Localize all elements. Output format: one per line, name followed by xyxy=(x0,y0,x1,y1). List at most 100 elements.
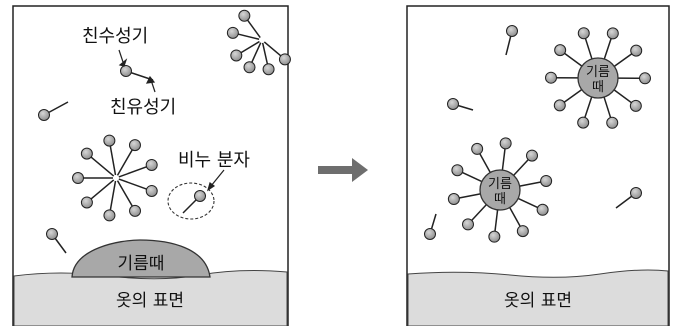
hydrophilic-head xyxy=(262,63,275,76)
hydrophilic-head xyxy=(38,109,50,121)
hydrophilic-head xyxy=(638,72,651,85)
left-cluster-molecule xyxy=(72,172,114,185)
label-hydrophilic: 친수성기 xyxy=(82,26,148,47)
label-grease: 기름때 xyxy=(118,254,165,274)
partial-cluster-molecule xyxy=(230,40,260,62)
left-soap-molecules xyxy=(38,9,291,254)
hydrophilic-head xyxy=(471,142,484,155)
hydrophilic-head xyxy=(278,53,291,66)
partial-cluster-molecule xyxy=(243,42,262,74)
hydrophilic-head xyxy=(145,184,158,197)
free-soap-molecule xyxy=(505,25,518,56)
micelle-label-bottom-line2: 때 xyxy=(494,192,506,207)
transition-arrow xyxy=(318,158,368,182)
micelle-bottom-molecule xyxy=(461,204,487,231)
micelle-top-molecule xyxy=(617,72,651,85)
micelle-bottom-molecule xyxy=(509,207,529,238)
micelle-bottom-molecule xyxy=(471,142,491,173)
hydrophilic-head xyxy=(461,218,474,231)
hydrophilic-head xyxy=(488,230,501,243)
hydrophilic-head xyxy=(447,193,460,206)
hydrophilic-head xyxy=(506,25,518,37)
right-panel-border xyxy=(406,5,670,326)
left-panel: 친수성기 친유성기 비누 분자 기름때 옷의 표면 xyxy=(12,5,291,326)
right-panel: 기름 때 기름 때 옷의 표면 xyxy=(406,5,670,326)
label-surface-right: 옷의 표면 xyxy=(504,291,572,311)
hydrophilic-head xyxy=(230,49,243,62)
left-panel-border xyxy=(12,5,289,326)
micelle-top-molecule xyxy=(603,27,619,60)
label-soap-molecule: 비누 분자 xyxy=(178,150,250,171)
label-lipophilic: 친유성기 xyxy=(110,97,176,118)
micelle-bottom-molecule xyxy=(513,149,539,176)
hydrophilic-head xyxy=(577,27,590,40)
hydrophilic-head xyxy=(499,137,512,150)
partial-cluster-molecule xyxy=(261,42,275,76)
left-cluster-molecule xyxy=(116,139,141,176)
hydrophilic-head xyxy=(103,209,116,222)
partial-cluster-molecule xyxy=(238,9,261,39)
hydrophilic-head xyxy=(80,196,93,209)
hydrophilic-head xyxy=(629,99,642,112)
hydrophilic-head xyxy=(451,164,464,177)
hydrophilic-head xyxy=(553,99,566,112)
micelle-top-molecule xyxy=(554,44,583,67)
hydrophilic-head xyxy=(424,228,436,240)
micelle-top-molecule xyxy=(613,44,643,67)
free-soap-molecule xyxy=(38,101,69,121)
right-cloth-surface xyxy=(407,269,669,326)
micelle-core-bottom xyxy=(479,169,521,211)
hydrophilic-head xyxy=(243,61,256,74)
hydrophilic-head xyxy=(577,116,590,129)
left-cluster-molecule xyxy=(118,158,158,178)
hydrophilic-head xyxy=(194,190,206,202)
micelle-top-molecule xyxy=(577,96,593,129)
hydrophilic-head xyxy=(447,98,459,110)
micelle-label-top-line1: 기름 xyxy=(586,65,610,80)
micelle-bottom-molecule xyxy=(488,209,501,243)
micelle-core-top xyxy=(577,57,619,99)
micelle-label-bottom-line1: 기름 xyxy=(488,177,512,192)
micelle-bottom-molecule xyxy=(447,193,481,206)
left-cluster-molecule xyxy=(103,134,117,176)
micelle-top-molecule xyxy=(545,71,579,84)
hydrophilic-head xyxy=(545,71,558,84)
hydrophilic-head xyxy=(526,149,539,162)
hydrophilic-head xyxy=(120,65,132,77)
hydrophilic-head xyxy=(554,44,567,57)
hydrophilic-head xyxy=(630,187,642,199)
hydrophilic-head xyxy=(46,228,58,240)
left-cloth-surface xyxy=(13,270,288,326)
hydrophilic-head xyxy=(606,27,619,40)
hydrophilic-head xyxy=(238,9,251,22)
free-soap-molecule xyxy=(46,228,67,254)
hydrophilic-head xyxy=(226,26,239,39)
hydrophilic-head xyxy=(129,204,142,217)
hydrophilic-head xyxy=(536,203,549,216)
left-cluster-molecule xyxy=(80,147,115,177)
micelle-bottom-molecule xyxy=(451,164,483,183)
hydrophilic-head xyxy=(630,44,643,57)
partial-cluster-molecule xyxy=(226,26,260,41)
labelled-soap-molecule xyxy=(120,65,154,81)
hydrophilic-head xyxy=(145,158,158,171)
hydrophilic-head xyxy=(72,172,85,185)
micelle-bottom-molecule xyxy=(519,174,553,187)
hydrophilic-head xyxy=(128,139,141,152)
micelle-top-molecule xyxy=(577,27,593,60)
hydrophilic-head xyxy=(606,116,619,129)
pointer-arrows xyxy=(118,49,225,192)
micelle-bottom-molecule xyxy=(517,197,549,216)
hydrophilic-head xyxy=(80,147,93,160)
left-cluster-molecule xyxy=(118,178,158,197)
left-cluster-molecule xyxy=(80,179,115,209)
label-surface-left: 옷의 표면 xyxy=(116,291,184,311)
free-soap-molecule xyxy=(424,213,437,240)
circled-soap-molecule xyxy=(182,190,206,214)
micelle-top-molecule xyxy=(553,89,583,112)
left-grease-blob xyxy=(71,239,211,278)
hydrophilic-head xyxy=(103,134,116,147)
hydrophilic-head xyxy=(516,225,529,238)
free-soap-molecule xyxy=(615,187,642,209)
